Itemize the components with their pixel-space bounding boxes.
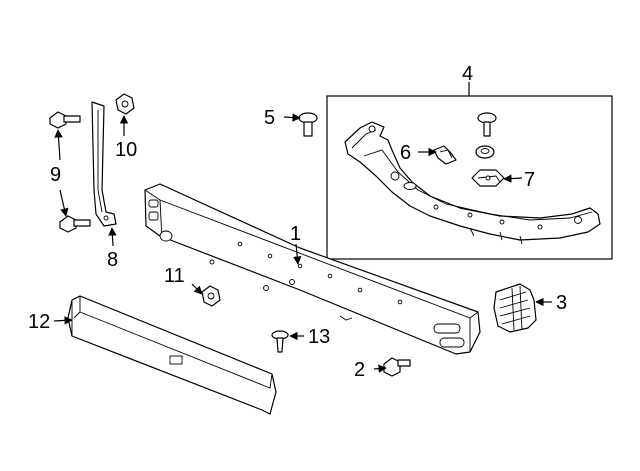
part-1-impact-bar bbox=[144, 183, 481, 355]
callout-1: 1 bbox=[290, 223, 301, 245]
part-9-bolts bbox=[49, 111, 91, 233]
callout-12: 12 bbox=[28, 311, 50, 333]
part-10-nut bbox=[115, 93, 135, 115]
part-4-screw bbox=[475, 112, 497, 159]
part-2-bolt bbox=[383, 357, 411, 377]
part-6-clip bbox=[433, 145, 457, 165]
callout-5: 5 bbox=[264, 107, 275, 129]
part-12-absorber bbox=[67, 295, 277, 415]
part-11-nut bbox=[201, 285, 221, 307]
callout-8: 8 bbox=[107, 249, 118, 271]
callout-4: 4 bbox=[462, 63, 473, 85]
part-4-tie-bar-bracket bbox=[344, 121, 601, 245]
callout-7: 7 bbox=[524, 169, 535, 191]
part-7-clip bbox=[471, 169, 505, 187]
part-5-bolt bbox=[298, 112, 318, 137]
callout-10: 10 bbox=[115, 139, 137, 161]
callout-3: 3 bbox=[556, 292, 567, 314]
callout-9: 9 bbox=[50, 164, 61, 186]
part-13-push-pin bbox=[271, 330, 289, 353]
callout-6: 6 bbox=[400, 142, 411, 164]
part-3-bracket bbox=[493, 283, 537, 333]
callout-13: 13 bbox=[308, 326, 330, 348]
part-8-strap bbox=[91, 101, 117, 227]
callout-2: 2 bbox=[354, 359, 365, 381]
callout-11: 11 bbox=[164, 265, 185, 287]
leader-lines bbox=[53, 82, 552, 373]
